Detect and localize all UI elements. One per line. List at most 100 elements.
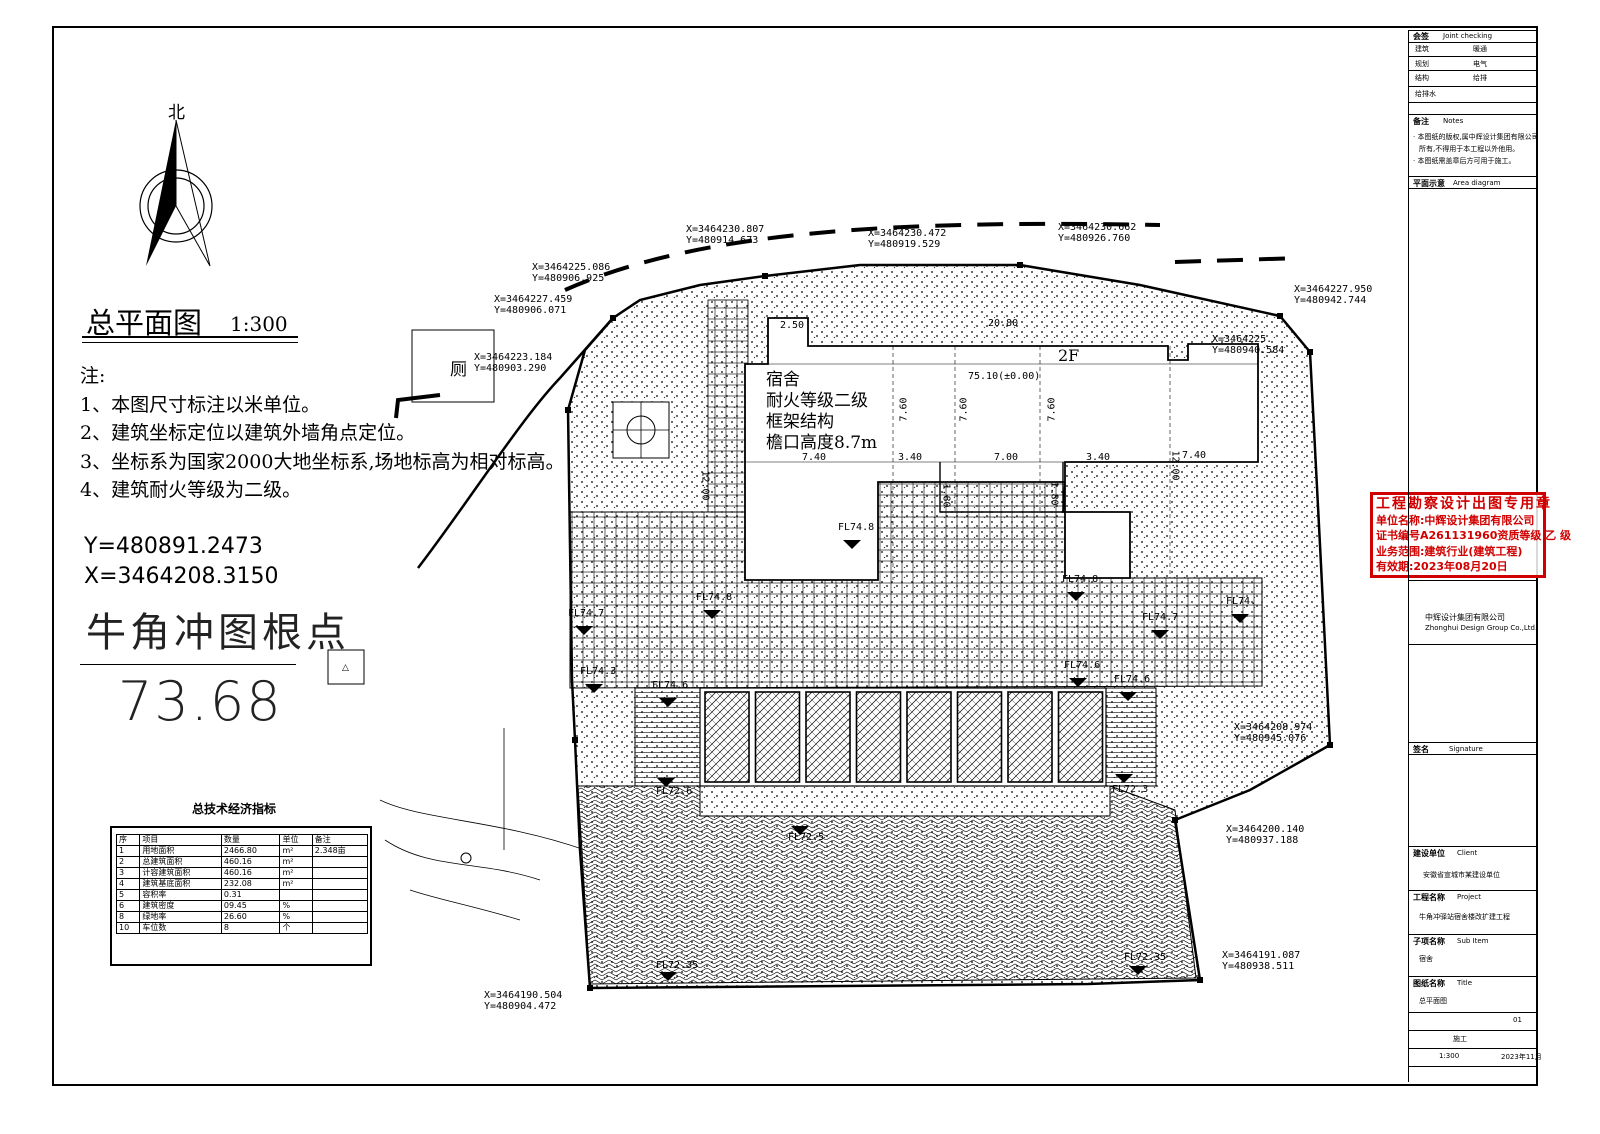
elevation-label: FL74. <box>1226 596 1257 607</box>
elevation-label: FL74.6 <box>652 680 689 691</box>
tech-table-cell: 计容建筑面积 <box>139 867 222 879</box>
section-area-diagram: 平面示意 <box>1413 179 1445 188</box>
root-point-elevation: 73.68 <box>118 670 283 733</box>
dim-label: 2.50 <box>780 320 805 331</box>
elevation-label: FL72.35 <box>656 960 699 971</box>
parking-space <box>704 691 750 783</box>
tech-table-cell: 2 <box>115 856 141 868</box>
walkway-strip <box>707 299 749 513</box>
building-eave-height: 檐口高度8.7m <box>766 433 878 453</box>
corner-point <box>1197 977 1203 983</box>
dim-label: 7.60 <box>898 397 910 422</box>
tech-table-cell: 2466.80 <box>220 845 281 857</box>
notes-block: 注: 1、本图尺寸标注以米单位。 2、建筑坐标定位以建筑外墙角点定位。 3、坐标… <box>80 362 564 505</box>
company-name-en: Zhonghui Design Group Co.,Ltd. <box>1425 624 1538 632</box>
elevation-triangle <box>791 826 809 835</box>
section-project: 工程名称 <box>1413 893 1445 902</box>
root-point-name: 牛角冲图根点 <box>86 610 350 656</box>
elevation-label: FL74.8 <box>696 592 733 603</box>
elevation-label: FL74.7 <box>568 608 605 619</box>
dim-label: 7.40 <box>802 452 827 463</box>
root-point-y: Y=480891.2473 <box>84 534 263 559</box>
stamp-line: 工程勘察设计出图专用章 <box>1376 496 1552 512</box>
title-block: 会签 Joint checking 建筑 暖通 规划 电气 结构 给排 给排水 … <box>1408 30 1542 1082</box>
contour-lines <box>379 799 586 921</box>
drawing-title: 总平面图 <box>86 306 203 340</box>
sheet-drawing-name: 总平面图 <box>1419 997 1447 1005</box>
pavilion <box>612 401 670 459</box>
tech-table-cell <box>311 900 369 912</box>
sheet-scale: 1:300 <box>1439 1052 1460 1060</box>
corner-point <box>565 407 571 413</box>
building-labels: 宿舍 耐火等级二级 框架结构 檐口高度8.7m <box>766 370 877 454</box>
tech-table-cell: 序 <box>115 834 141 846</box>
design-seal-stamp: 工程勘察设计出图专用章 单位名称:中辉设计集团有限公司 证书编号A2611319… <box>1370 492 1571 578</box>
tech-table-cell: 10 <box>115 922 141 934</box>
tech-table-cell <box>311 889 369 901</box>
tech-table-cell: 数量 <box>220 834 281 846</box>
tech-table-cell: 0.31 <box>220 889 281 901</box>
stamp-line: 单位名称:中辉设计集团有限公司 <box>1376 513 1535 527</box>
dim-label: 7.60 <box>958 397 970 422</box>
building-structure: 框架结构 <box>766 412 834 432</box>
elevation-label: FL74.3 <box>580 666 617 677</box>
tree-symbol <box>460 852 472 864</box>
note-1: 1、本图尺寸标注以米单位。 <box>80 393 321 416</box>
tech-table-cell: 09.45 <box>220 900 281 912</box>
elevation-triangle <box>1129 966 1147 975</box>
coord-label: X=3464225.Y=480940.584 <box>1212 334 1285 356</box>
tech-table-cell: 460.16 <box>220 856 281 868</box>
building-floors: 2F <box>1058 346 1080 365</box>
north-label: 北 <box>168 103 185 123</box>
tech-table-cell <box>311 922 369 934</box>
elevation-triangle <box>659 698 677 707</box>
elevation-triangle <box>657 778 675 787</box>
elevation-triangle <box>1231 614 1249 623</box>
ramp-right <box>1105 687 1157 787</box>
note-3: 3、坐标系为国家2000大地坐标系,场地标高为相对标高。 <box>80 450 565 473</box>
section-client: 建设单位 <box>1413 849 1445 858</box>
section-notes: 备注 <box>1413 117 1429 126</box>
tech-table-header: 序项目数量单位备注 <box>115 834 369 846</box>
building-floor-elevation: 75.10(±0.00) <box>968 371 1041 382</box>
tech-table-title: 总技术经济指标 <box>192 802 277 816</box>
tech-table-cell: 6 <box>115 900 141 912</box>
corner-point <box>1327 742 1333 748</box>
company-name: 中辉设计集团有限公司 <box>1425 613 1505 622</box>
corner-point <box>762 273 768 279</box>
tech-table-cell: 232.08 <box>220 878 281 890</box>
sheet-date: 2023年11月 <box>1501 1053 1542 1061</box>
tech-table-cell: 项目 <box>139 834 222 846</box>
tech-table-cell: 备注 <box>311 834 369 846</box>
tech-table-cell: 8 <box>115 911 141 923</box>
parking-space <box>1007 691 1053 783</box>
section-signature: 签名 <box>1413 745 1429 754</box>
tech-table-cell: 2.348亩 <box>311 845 369 857</box>
corner-point <box>1172 817 1178 823</box>
stamp-line: 业务范围:建筑行业(建筑工程) <box>1376 544 1523 558</box>
elevation-triangle <box>659 972 677 981</box>
section-cosign: 会签 <box>1413 32 1429 41</box>
elevation-label: FL74.7 <box>1142 612 1179 623</box>
building-fire-rating: 耐火等级二级 <box>766 391 868 411</box>
sheet-number: 01 <box>1513 1016 1522 1024</box>
parking-space <box>805 691 851 783</box>
ramp-left <box>634 687 701 787</box>
note-4: 4、建筑耐火等级为二级。 <box>80 479 302 501</box>
elevation-triangle <box>575 626 593 635</box>
elevation-label: FL74.6 <box>1114 674 1151 685</box>
tech-table-cell: 3 <box>115 867 141 879</box>
